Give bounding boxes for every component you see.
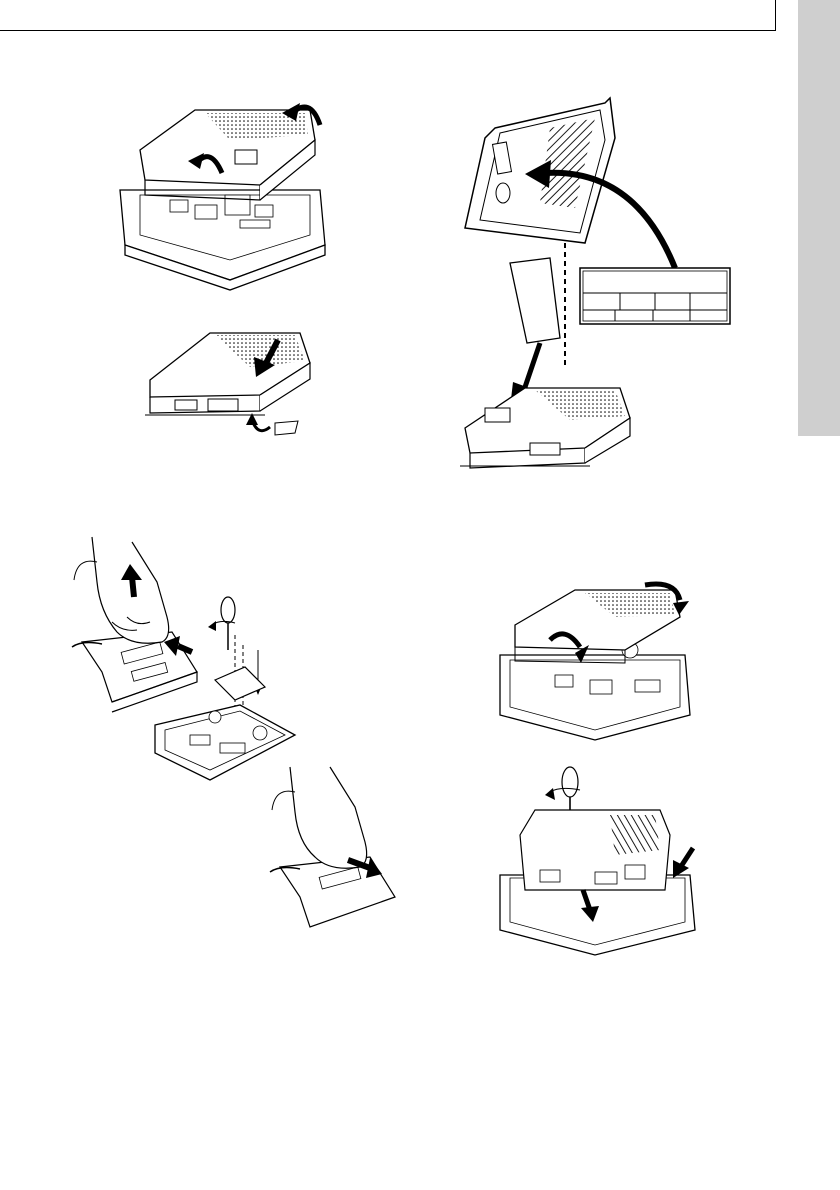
section-tab: [798, 0, 840, 436]
header-rule-tick: [775, 0, 776, 31]
fig-module-back-label: [455, 98, 745, 478]
fig-screw-fasten-cover: [495, 760, 700, 960]
fig-close-cover: [495, 575, 695, 745]
fig-screwdriver-mount-board: [150, 595, 300, 785]
fig-remove-cover-tab: [140, 325, 330, 445]
fig-hand-plug-connector: [270, 762, 400, 932]
header-rule: [0, 30, 775, 31]
fig-lift-cover: [110, 95, 340, 285]
